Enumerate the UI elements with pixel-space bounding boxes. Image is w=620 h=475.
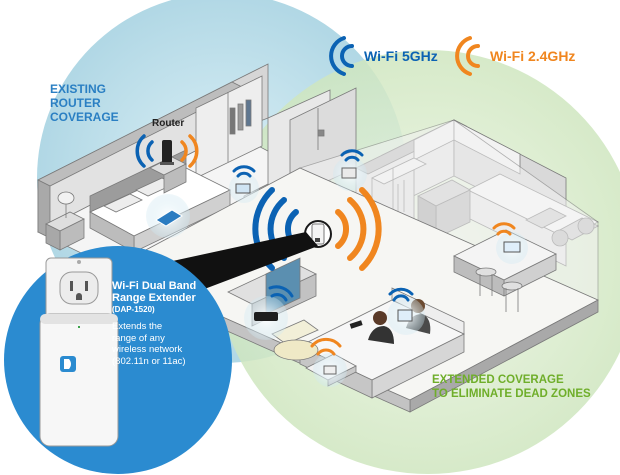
legend-wifi5-label: Wi-Fi 5GHz (364, 48, 438, 64)
product-callout (4, 246, 232, 474)
legend-wifi5-icon (329, 36, 354, 76)
router-coverage-label: EXISTING ROUTER COVERAGE (50, 82, 140, 124)
product-desc-line: range of any (112, 332, 165, 344)
product-desc-line: Extends the (112, 321, 163, 332)
laptop-office (235, 183, 251, 194)
extended-coverage-label: EXTENDED COVERAGE TO ELIMINATE DEAD ZONE… (432, 373, 612, 401)
product-title-line: Range Extender (112, 292, 196, 304)
extended-coverage-line: TO ELIMINATE DEAD ZONES (432, 388, 591, 400)
wireless-devices (155, 140, 521, 375)
router-coverage-line: EXISTING (50, 82, 107, 96)
router-label: Router (152, 118, 185, 129)
phone-table (323, 365, 337, 375)
extended-coverage-line: EXTENDED COVERAGE (432, 374, 564, 386)
router-coverage-line: ROUTER (50, 96, 101, 110)
router-coverage-line: COVERAGE (50, 110, 119, 124)
product-title-line: Wi-Fi Dual Band (112, 280, 197, 292)
product-desc-line: (802.11n or 11ac) (112, 355, 186, 367)
device-hallway (341, 167, 357, 179)
legend-wifi24-label: Wi-Fi 2.4GHz (490, 48, 576, 64)
product-description: Wi-Fi Dual Band Range Extender (DAP-1520… (112, 280, 220, 367)
product-desc-line: wireless network (112, 344, 183, 355)
laptop-kitchen (503, 241, 521, 253)
media-player (254, 312, 278, 321)
house-illustration (37, 63, 599, 413)
product-model: (DAP-1520) (112, 305, 155, 314)
tablet-bed (155, 209, 183, 227)
laptop-sofa (397, 309, 413, 322)
zoom-beam (168, 232, 318, 296)
legend-wifi24-icon (455, 36, 480, 76)
router-device (162, 140, 172, 164)
